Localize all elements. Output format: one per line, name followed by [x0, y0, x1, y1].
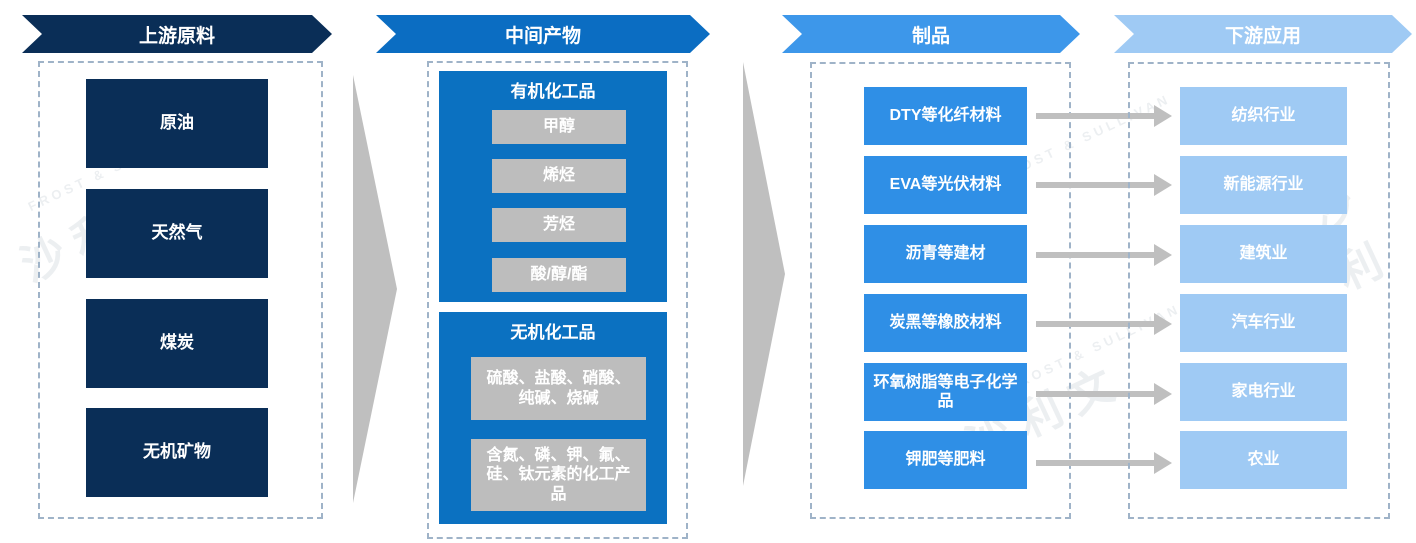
header-products: 制品 — [782, 15, 1080, 53]
application-item-automotive: 汽车行业 — [1180, 294, 1347, 352]
inorganic-item-acids-alkalis: 硫酸、盐酸、硝酸、纯碱、烧碱 — [471, 357, 646, 420]
connector-arrow — [1036, 452, 1172, 474]
application-item-construction: 建筑业 — [1180, 225, 1347, 283]
products-panel — [810, 62, 1071, 519]
application-item-textile: 纺织行业 — [1180, 87, 1347, 145]
header-upstream: 上游原料 — [22, 15, 332, 53]
product-item-eva-pv: EVA等光伏材料 — [864, 156, 1027, 214]
organic-item-aromatics: 芳烃 — [492, 208, 626, 242]
organic-item-olefins: 烯烃 — [492, 159, 626, 193]
upstream-item-natural-gas: 天然气 — [86, 189, 268, 278]
downstream-panel — [1128, 62, 1390, 519]
connector-arrow — [1036, 244, 1172, 266]
intermediate-panel — [427, 61, 688, 539]
connector-arrow — [1036, 383, 1172, 405]
upstream-panel — [38, 61, 323, 519]
upstream-item-coal: 煤炭 — [86, 299, 268, 388]
inorganic-group-title: 无机化工品 — [510, 323, 596, 342]
organic-group-title: 有机化工品 — [510, 82, 596, 101]
product-item-potash-fertilizer: 钾肥等肥料 — [864, 431, 1027, 489]
product-item-asphalt-building: 沥青等建材 — [864, 225, 1027, 283]
header-downstream: 下游应用 — [1114, 15, 1412, 53]
connector-arrow — [1036, 105, 1172, 127]
application-item-agriculture: 农业 — [1180, 431, 1347, 489]
application-item-new-energy: 新能源行业 — [1180, 156, 1347, 214]
organic-item-methanol: 甲醇 — [492, 110, 626, 144]
product-item-carbon-black-rubber: 炭黑等橡胶材料 — [864, 294, 1027, 352]
organic-item-acid-alcohol-ester: 酸/醇/酯 — [492, 258, 626, 292]
inorganic-item-element-chemicals: 含氮、磷、钾、氟、硅、钛元素的化工产品 — [471, 439, 646, 511]
upstream-item-crude-oil: 原油 — [86, 79, 268, 168]
connector-arrow — [1036, 313, 1172, 335]
product-item-epoxy-electronic: 环氧树脂等电子化学品 — [864, 363, 1027, 421]
application-item-home-appliance: 家电行业 — [1180, 363, 1347, 421]
header-intermediate: 中间产物 — [376, 15, 710, 53]
upstream-item-inorganic-minerals: 无机矿物 — [86, 408, 268, 497]
connector-arrow — [1036, 174, 1172, 196]
product-item-dty-fiber: DTY等化纤材料 — [864, 87, 1027, 145]
